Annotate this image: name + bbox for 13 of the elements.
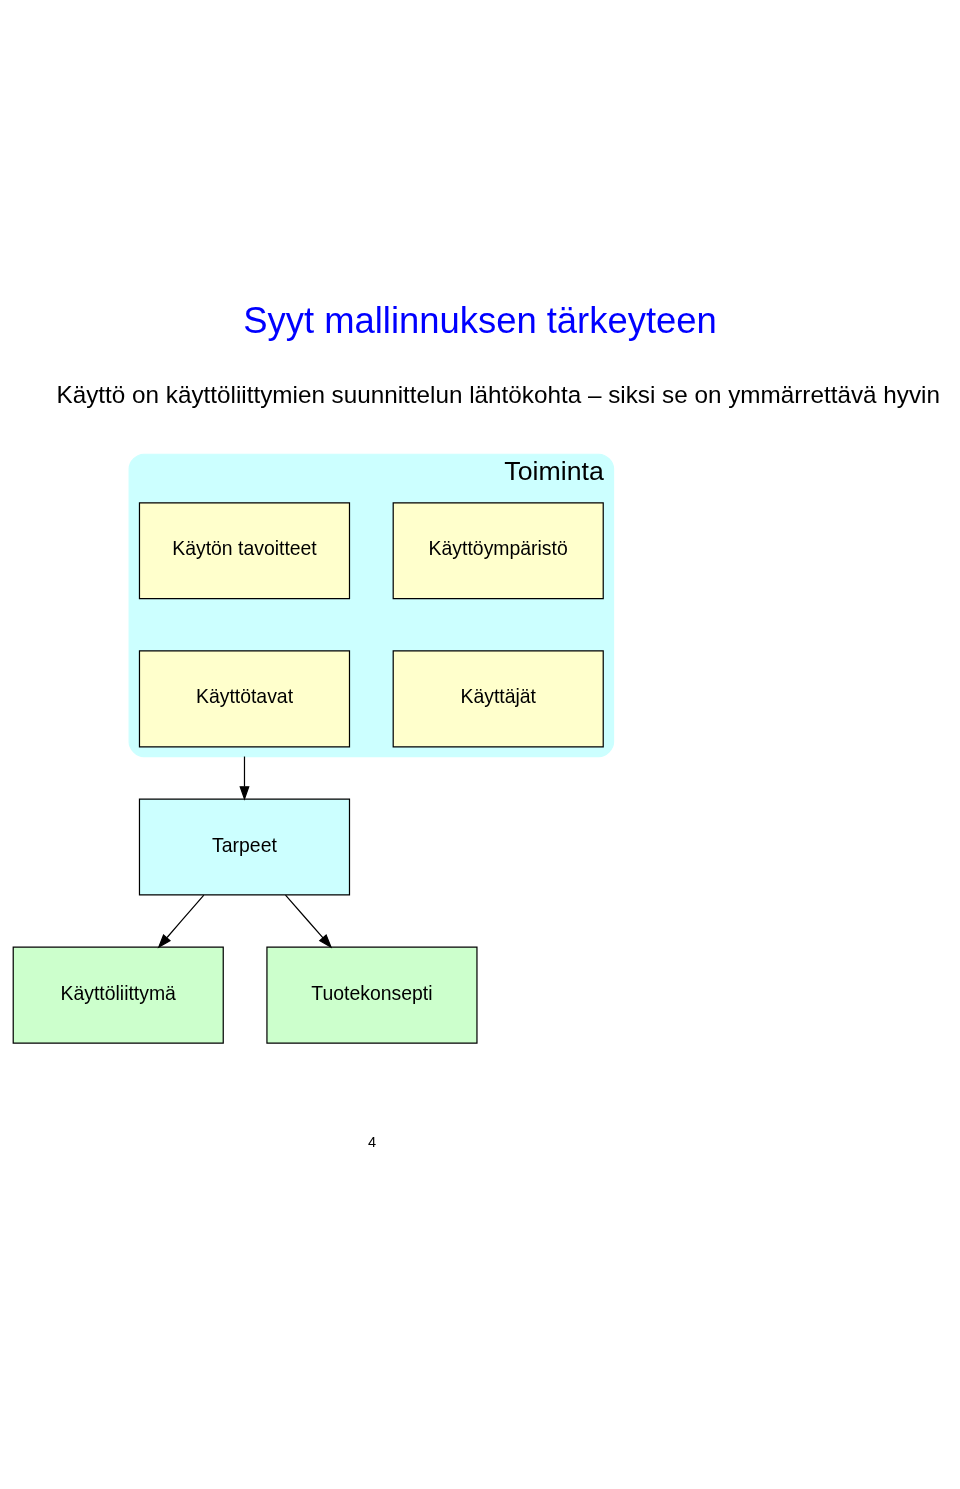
node-box: Tarpeet [138,797,351,896]
node-box: Käyttötavat [138,649,351,747]
label: 4 [367,1133,376,1150]
node-box: Käyttöympäristö [392,501,604,599]
arrow [239,755,250,801]
node-box: Käytön tavoitteet [138,501,351,599]
node-box: Tuotekonsepti [266,946,478,1044]
arrow [157,894,205,948]
diagram-title: Syyt mallinnuksen tärkeyteen [243,299,717,341]
label: Käyttö on käyttöliittymien suunnittelun lähtökohta – siksi se on ymmärrettävä hyvin [56,380,940,408]
node-box: Käyttöliittymä [12,946,224,1044]
arrow [284,894,333,948]
node-box: Käyttäjät [392,649,604,747]
